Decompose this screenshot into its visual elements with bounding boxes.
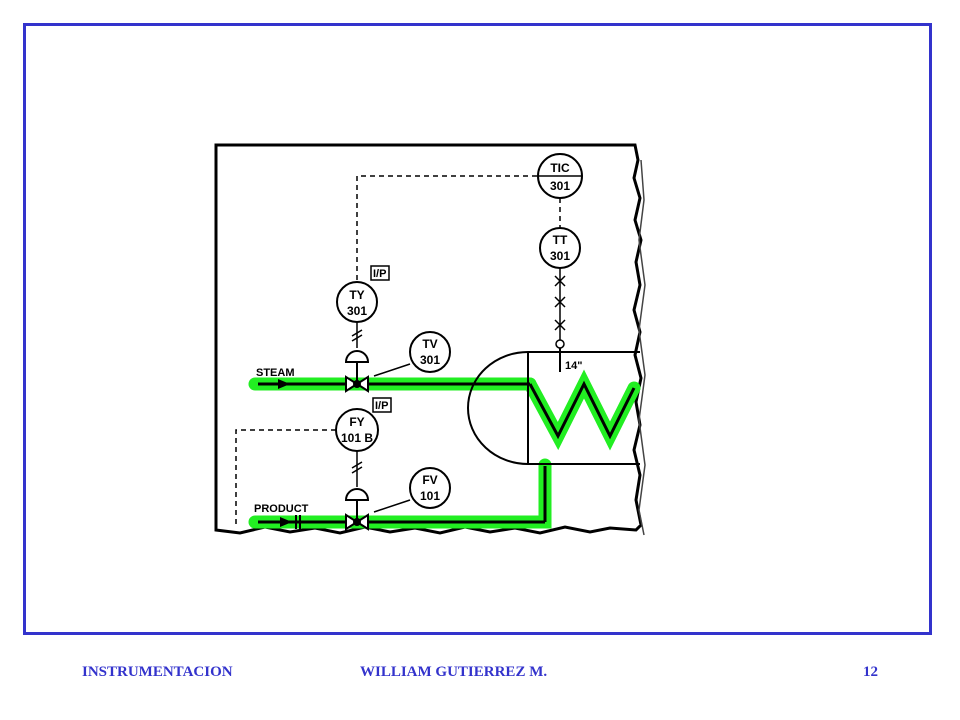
capillary-line [554, 268, 566, 352]
svg-text:101: 101 [420, 489, 440, 503]
flow-arrows [278, 379, 292, 527]
orifice-plate [295, 515, 301, 529]
instrument-tt-301[interactable]: TT 301 [539, 227, 581, 269]
instrument-fy-101b[interactable]: FY 101 B [335, 408, 379, 452]
svg-text:I/P: I/P [375, 400, 388, 412]
instrument-tv-301[interactable]: TV 301 [409, 331, 451, 373]
svg-text:FV: FV [422, 473, 437, 487]
actuator-connections [351, 322, 411, 513]
svg-text:301: 301 [550, 249, 570, 263]
svg-text:301: 301 [347, 304, 367, 318]
ip-converter-top: I/P [370, 265, 390, 281]
instrument-ty-301[interactable]: TY 301 [336, 281, 378, 323]
pipes [258, 382, 547, 524]
instrument-tic-301[interactable]: TIC 301 [537, 153, 583, 199]
svg-text:301: 301 [550, 179, 570, 193]
thermowell-size: 14" [565, 360, 582, 372]
signal-lines [235, 175, 561, 525]
pid-diagram: 14" I/P I/P TIC 301 [210, 140, 650, 555]
instrument-fv-101[interactable]: FV 101 [409, 467, 451, 509]
product-line-label: PRODUCT [254, 503, 309, 515]
heat-exchanger [467, 351, 640, 465]
svg-text:TV: TV [422, 337, 437, 351]
svg-text:101 B: 101 B [341, 431, 373, 445]
svg-text:TT: TT [553, 233, 568, 247]
ip-converter-bottom: I/P [372, 397, 392, 413]
svg-text:FY: FY [349, 415, 364, 429]
footer-course: INSTRUMENTACION [82, 664, 233, 680]
svg-text:TIC: TIC [550, 161, 570, 175]
control-valve-tv[interactable] [344, 350, 370, 393]
control-valve-fv[interactable] [344, 488, 370, 531]
svg-text:TY: TY [349, 288, 364, 302]
footer: INSTRUMENTACION WILLIAM GUTIERREZ M. 12 [0, 664, 960, 686]
svg-text:I/P: I/P [373, 268, 386, 280]
footer-author: WILLIAM GUTIERREZ M. [360, 664, 548, 680]
steam-line-label: STEAM [256, 367, 295, 379]
svg-text:301: 301 [420, 353, 440, 367]
footer-page-number: 12 [863, 664, 878, 680]
